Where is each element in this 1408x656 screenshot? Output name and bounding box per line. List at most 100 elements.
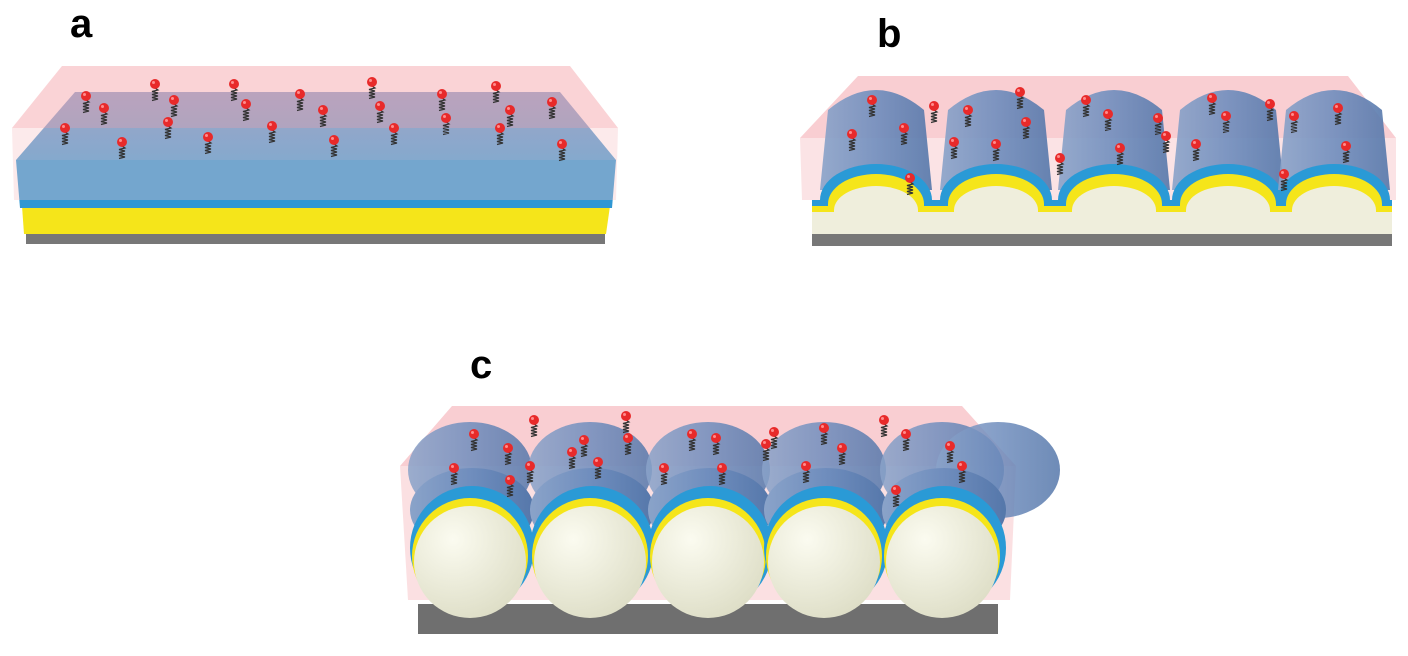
linker	[100, 111, 109, 126]
linker	[242, 107, 251, 122]
linker	[958, 469, 967, 484]
linker	[330, 143, 339, 158]
linker	[1334, 111, 1343, 126]
linker	[470, 437, 479, 452]
molecule-head	[441, 113, 451, 123]
molecule-head	[503, 443, 513, 453]
molecule-head	[389, 123, 399, 133]
molecule-head	[449, 463, 459, 473]
molecule-9	[99, 103, 109, 126]
molecule-3	[469, 429, 479, 452]
linker	[1192, 147, 1201, 162]
molecule-head	[375, 101, 385, 111]
molecule-2	[1015, 87, 1025, 110]
linker	[838, 451, 847, 466]
molecule-head	[295, 89, 305, 99]
linker	[660, 471, 669, 486]
ridge-2	[1058, 90, 1170, 234]
linker	[170, 103, 179, 118]
molecule-head	[761, 439, 771, 449]
linker	[900, 131, 909, 146]
linker	[496, 131, 505, 146]
molecule-19	[495, 123, 505, 146]
molecule-22	[905, 173, 915, 196]
linker	[492, 89, 501, 104]
molecule-11	[318, 105, 328, 128]
molecule-20	[717, 463, 727, 486]
sphere-3	[764, 468, 888, 618]
linker	[558, 147, 567, 162]
linker	[1154, 121, 1163, 136]
molecule-14	[60, 123, 70, 146]
molecule-head	[945, 441, 955, 451]
linker	[438, 97, 447, 112]
substrate-b	[812, 234, 1392, 246]
linker	[204, 140, 213, 155]
molecule-head	[579, 435, 589, 445]
molecule-6	[295, 89, 305, 112]
molecule-16	[449, 463, 459, 486]
molecule-head	[203, 132, 213, 142]
linker	[390, 131, 399, 146]
linker	[762, 447, 771, 462]
molecule-head	[81, 91, 91, 101]
linker	[712, 441, 721, 456]
molecule-head	[117, 137, 127, 147]
molecule-7	[711, 433, 721, 456]
molecule-22	[329, 135, 339, 158]
linker	[82, 99, 91, 114]
sphere-0	[410, 468, 534, 618]
molecule-13	[1021, 117, 1031, 140]
molecule-11	[1333, 103, 1343, 126]
molecule-head	[891, 485, 901, 495]
molecule-16	[267, 121, 277, 144]
molecule-22	[957, 461, 967, 484]
molecule-head	[329, 135, 339, 145]
sphere-1	[530, 468, 654, 618]
molecule-head	[963, 105, 973, 115]
molecule-0	[867, 95, 877, 118]
molecule-head	[819, 423, 829, 433]
molecule-head	[659, 463, 669, 473]
molecule-head	[505, 475, 515, 485]
molecule-head	[901, 429, 911, 439]
linker	[880, 423, 889, 438]
molecule-6	[963, 105, 973, 128]
linker	[770, 435, 779, 450]
linker	[1104, 117, 1113, 132]
linker	[442, 121, 451, 136]
molecule-24	[891, 485, 901, 508]
molecule-13	[505, 105, 515, 128]
substrate-a	[26, 232, 605, 244]
molecule-head	[1289, 111, 1299, 121]
linker	[946, 449, 955, 464]
molecule-15	[945, 441, 955, 464]
linker	[530, 423, 539, 438]
molecule-head	[567, 447, 577, 457]
linker	[1222, 119, 1231, 134]
molecule-head	[1115, 143, 1125, 153]
molecule-head	[1341, 141, 1351, 151]
molecule-head	[1015, 87, 1025, 97]
molecules-a	[60, 77, 567, 162]
molecule-23	[505, 475, 515, 498]
molecule-head	[711, 433, 721, 443]
molecule-1	[621, 411, 631, 434]
ridge-4	[1278, 90, 1390, 234]
molecule-head	[99, 103, 109, 113]
molecule-21	[117, 137, 127, 160]
molecule-head	[867, 95, 877, 105]
molecule-8	[1153, 113, 1163, 136]
linker	[1016, 95, 1025, 110]
molecule-head	[717, 463, 727, 473]
molecule-1	[929, 101, 939, 124]
molecule-20	[203, 132, 213, 155]
molecule-14	[837, 443, 847, 466]
molecule-head	[437, 89, 447, 99]
linker	[802, 469, 811, 484]
linker	[319, 113, 328, 128]
panel-c-sphere-array	[400, 406, 1060, 634]
sphere-2	[648, 468, 772, 618]
linker	[568, 455, 577, 470]
molecule-head	[899, 123, 909, 133]
